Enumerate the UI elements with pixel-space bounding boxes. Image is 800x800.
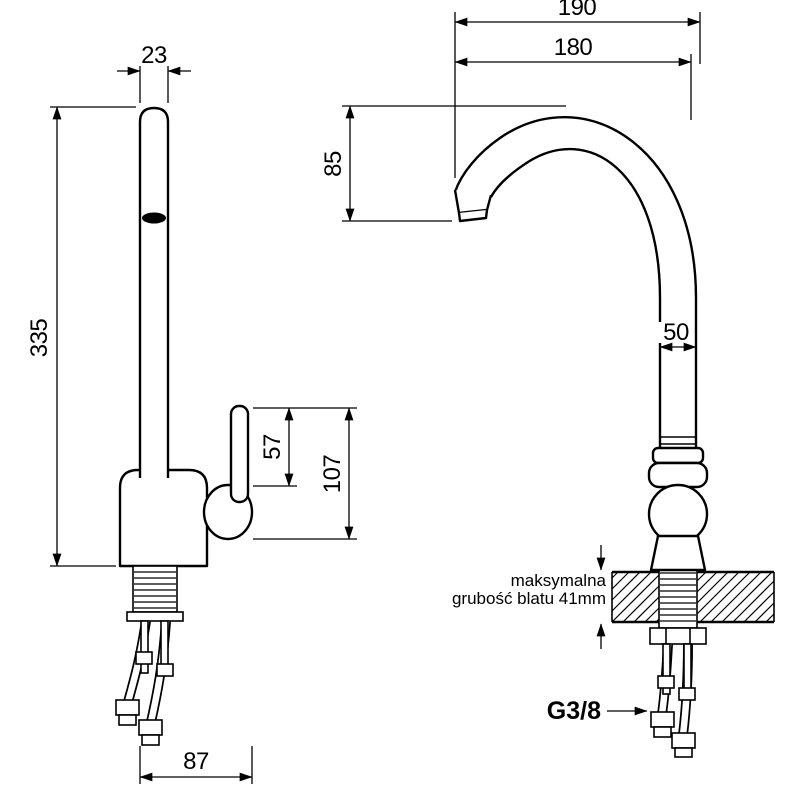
dim-lever-and-handle: 57 107	[253, 407, 357, 540]
gooseneck-inner-edge	[489, 147, 662, 455]
mixer-sphere	[647, 483, 709, 545]
dim-reach-outer-label: 190	[558, 0, 597, 21]
mounting-nut-front	[649, 627, 707, 645]
hose-fitting	[115, 699, 140, 716]
countertop-section	[611, 534, 775, 758]
body-outline	[118, 468, 209, 568]
mounting-stud	[683, 643, 692, 695]
hose-fitting-tip	[118, 714, 137, 726]
hose-fitting	[671, 732, 696, 749]
countertop-thickness-note: maksymalna grubość blatu 41mm	[452, 545, 607, 649]
handle-lever	[229, 404, 250, 504]
dim-reach-inner-label: 180	[554, 34, 593, 61]
spout-outline	[138, 106, 170, 478]
dim-total-height: 335	[26, 106, 136, 567]
thread-size-callout: G3/8	[547, 697, 648, 725]
dim-total-height-label: 335	[26, 319, 53, 358]
mounting-stud	[140, 620, 149, 674]
countertop-note-line2: grubość blatu 41mm	[452, 589, 606, 608]
side-view	[115, 106, 254, 746]
neck-collar	[651, 446, 705, 465]
stud-nut	[135, 651, 153, 665]
dim-reach-inner: 180	[454, 34, 692, 120]
dim-column-width-label: 50	[663, 319, 689, 346]
nozzle-tip-cap	[457, 209, 489, 223]
handle-knob	[647, 461, 709, 489]
dim-spout-width-label: 23	[141, 42, 167, 69]
dim-base-width: 87	[139, 746, 253, 784]
stud-nut	[678, 687, 696, 701]
mounting-stud	[662, 643, 671, 695]
dim-spout-clearance: 85	[320, 105, 566, 222]
dim-spout-width: 23	[117, 42, 191, 103]
stud-nut	[657, 675, 675, 689]
dim-reach-outer: 190	[454, 0, 701, 178]
stud-nut	[156, 663, 174, 677]
dim-base-width-label: 87	[183, 748, 209, 775]
dim-spout-clearance-label: 85	[320, 151, 347, 177]
dim-handle-height-label: 107	[319, 455, 346, 494]
countertop-note-line1: maksymalna	[511, 571, 607, 590]
dim-lever-length-label: 57	[259, 434, 286, 460]
dim-column-width: 50	[658, 319, 697, 352]
hose-fitting-tip	[674, 747, 693, 758]
front-view	[453, 115, 709, 545]
hose-fitting-tip	[653, 726, 672, 738]
hose-fitting	[138, 719, 163, 736]
aerator-outlet	[142, 212, 166, 224]
dimension-annotations: 23 335 57 107 87 190	[26, 0, 701, 784]
threaded-shank	[132, 565, 178, 613]
base-cone	[649, 534, 707, 572]
hose-fitting	[650, 711, 675, 728]
thread-size-label: G3/8	[547, 697, 601, 725]
hose-fitting-tip	[141, 734, 160, 746]
mounting-flange	[126, 611, 184, 622]
